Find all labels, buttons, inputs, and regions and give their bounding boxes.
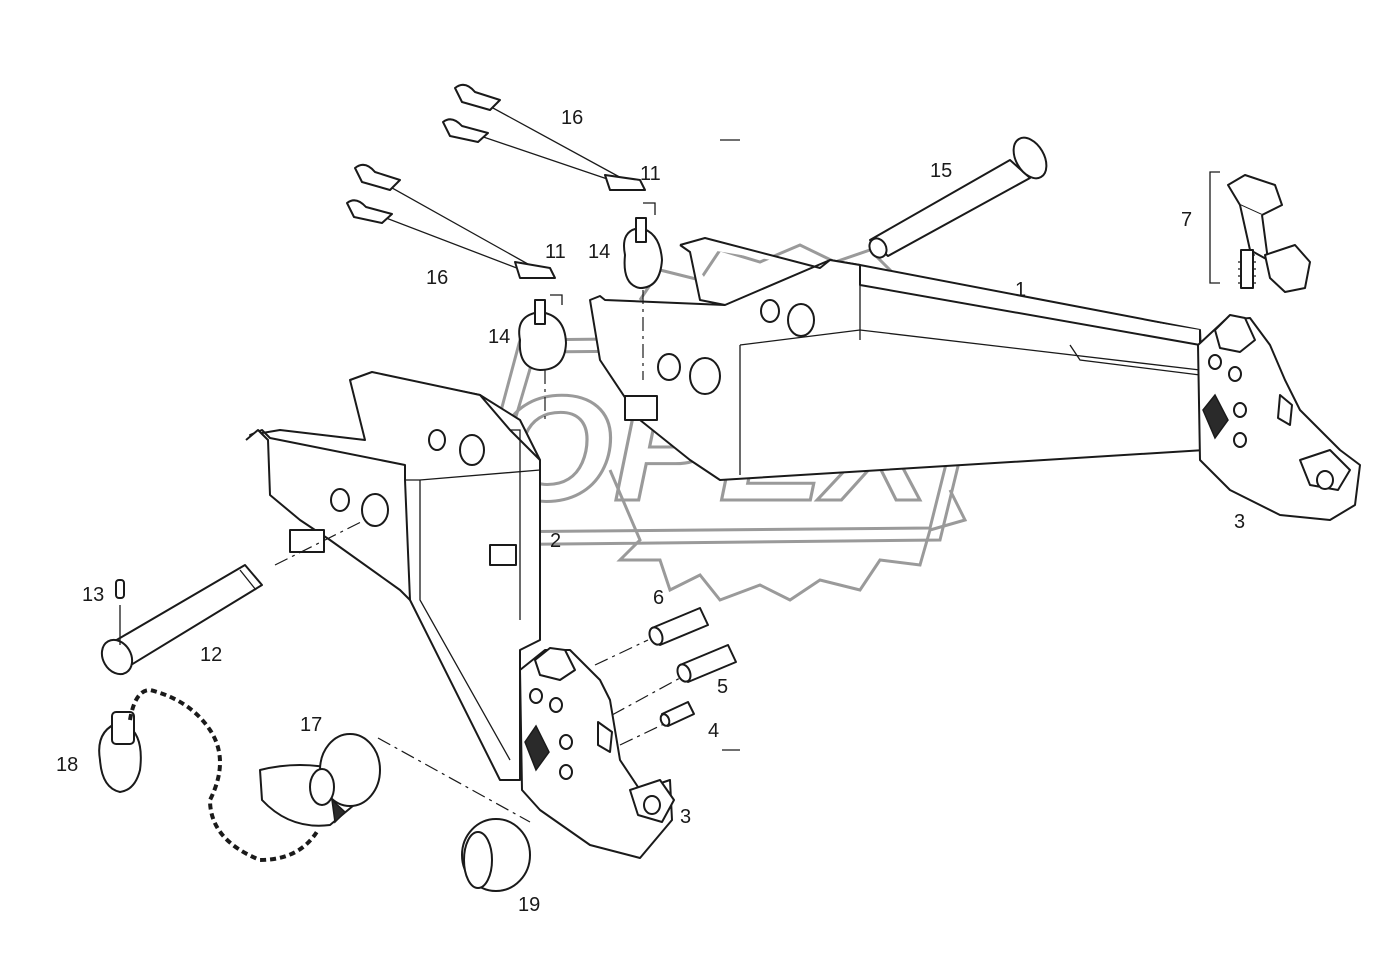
bushing-4 bbox=[659, 701, 695, 727]
leader-lines bbox=[119, 202, 681, 823]
latch-assembly bbox=[1209, 171, 1311, 293]
quick-hook-right bbox=[1197, 314, 1361, 521]
label-15: 15 bbox=[930, 160, 952, 182]
main-frame bbox=[245, 371, 541, 781]
label-3a: 3 bbox=[1234, 511, 1245, 533]
label-11a: 11 bbox=[640, 163, 661, 185]
ball-17 bbox=[259, 733, 381, 827]
label-3b: 3 bbox=[680, 806, 691, 828]
label-1: 1 bbox=[1015, 279, 1026, 301]
pin-upper bbox=[868, 136, 1048, 259]
label-16a: 16 bbox=[561, 107, 583, 129]
cable-16-bottom bbox=[346, 163, 556, 279]
lynch-pin-upper bbox=[623, 217, 663, 289]
reference-ticks bbox=[720, 139, 740, 751]
bushing-6 bbox=[648, 607, 709, 646]
ball-19 bbox=[461, 818, 531, 892]
label-12: 12 bbox=[200, 644, 222, 666]
chain-18 bbox=[98, 687, 320, 863]
label-19: 19 bbox=[518, 894, 540, 916]
quick-hook-lower bbox=[519, 647, 675, 859]
cable-16-top bbox=[442, 83, 646, 191]
label-13: 13 bbox=[82, 584, 104, 606]
lynch-pin-lower bbox=[518, 299, 567, 371]
label-14b: 14 bbox=[488, 326, 510, 348]
label-4: 4 bbox=[708, 720, 719, 742]
label-7: 7 bbox=[1181, 209, 1192, 231]
callouts: 1 2 3 3 4 5 6 7 11 11 12 13 14 14 15 16 … bbox=[56, 107, 1245, 916]
lower-link-arm-right bbox=[589, 237, 1206, 481]
watermark-gear-top bbox=[638, 243, 902, 301]
roll-pin bbox=[115, 579, 125, 599]
pin-lower bbox=[100, 564, 263, 676]
label-14a: 14 bbox=[588, 241, 610, 263]
label-16b: 16 bbox=[426, 267, 448, 289]
watermark-gear bbox=[608, 469, 968, 602]
label-18: 18 bbox=[56, 754, 78, 776]
label-11b: 11 bbox=[545, 241, 566, 263]
label-2: 2 bbox=[550, 530, 561, 552]
label-17: 17 bbox=[300, 714, 322, 736]
bushing-5 bbox=[676, 644, 737, 683]
label-5: 5 bbox=[717, 676, 728, 698]
label-6: 6 bbox=[653, 587, 664, 609]
